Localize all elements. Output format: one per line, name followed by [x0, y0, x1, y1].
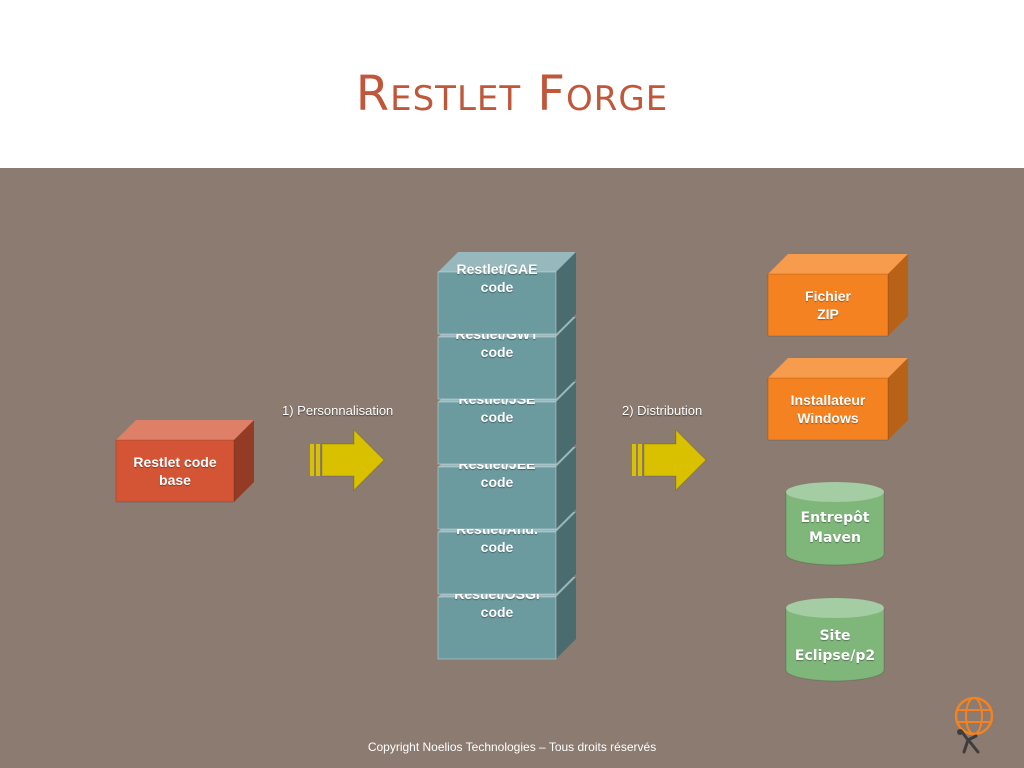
- step-personalisation-label: 1) Personnalisation: [282, 403, 394, 418]
- code-base-label-line-2: base: [159, 472, 191, 488]
- eclipse-site-label-line-2: Eclipse/p2: [794, 648, 876, 664]
- diagram-canvas: Restlet code base 1) Personnalisation 2)…: [0, 168, 1024, 768]
- right-arrow-icon: [310, 430, 385, 492]
- zip-file-label-line-1: Fichier: [805, 288, 851, 304]
- eclipse-site-label: Site Eclipse/p2: [784, 618, 886, 674]
- globe-figure-logo-icon: [954, 696, 994, 754]
- windows-installer-label-line-1: Installateur: [790, 392, 866, 408]
- code-base-cube-shape: [115, 420, 254, 503]
- module-label-line-1: Restlet/GAE: [456, 261, 538, 277]
- code-base-label: Restlet code base: [116, 440, 234, 502]
- slide-header: Restlet Forge: [0, 0, 1024, 168]
- module-label-line-2: code: [480, 474, 514, 490]
- maven-repository-label: Entrepôt Maven: [784, 500, 886, 556]
- module-cube: Restlet/GAE code: [437, 252, 578, 336]
- eclipse-site-cylinder: Site Eclipse/p2: [784, 596, 886, 684]
- maven-repository-cylinder: Entrepôt Maven: [784, 480, 886, 568]
- maven-repository-cylinder-shape: [785, 482, 885, 566]
- zip-file-cube: Fichier ZIP: [767, 254, 910, 338]
- copyright-footer: Copyright Noelios Technologies – Tous dr…: [367, 740, 657, 754]
- code-base-cube: Restlet code base: [115, 420, 256, 504]
- maven-repository-label-line-2: Maven: [809, 530, 861, 546]
- module-label-line-2: code: [480, 344, 514, 360]
- slide-title: Restlet Forge: [355, 66, 669, 122]
- eclipse-site-cylinder-shape: [785, 598, 885, 682]
- right-arrow-icon: [632, 430, 707, 492]
- step-distribution-label: 2) Distribution: [622, 403, 703, 418]
- module-cube-shape: [437, 252, 576, 335]
- maven-repository-label-line-1: Entrepôt: [800, 510, 870, 526]
- windows-installer-cube-shape: [767, 358, 908, 441]
- windows-installer-label: Installateur Windows: [768, 378, 888, 440]
- module-cube: Restlet/OSGicode: [437, 577, 578, 661]
- zip-file-label: Fichier ZIP: [768, 274, 888, 336]
- module-label-line-2: code: [480, 604, 514, 620]
- module-label: Restlet/GAE code: [438, 260, 556, 322]
- eclipse-site-label-line-1: Site: [819, 628, 851, 644]
- windows-installer-label-line-2: Windows: [797, 410, 859, 426]
- module-label-line-2: code: [480, 539, 514, 555]
- module-label-line-2: code: [480, 409, 514, 425]
- zip-file-cube-shape: [767, 254, 908, 337]
- windows-installer-cube: Installateur Windows: [767, 358, 910, 442]
- module-label-line-2: code: [480, 279, 514, 295]
- zip-file-label-line-2: ZIP: [817, 306, 839, 322]
- code-base-label-line-1: Restlet code: [133, 454, 217, 470]
